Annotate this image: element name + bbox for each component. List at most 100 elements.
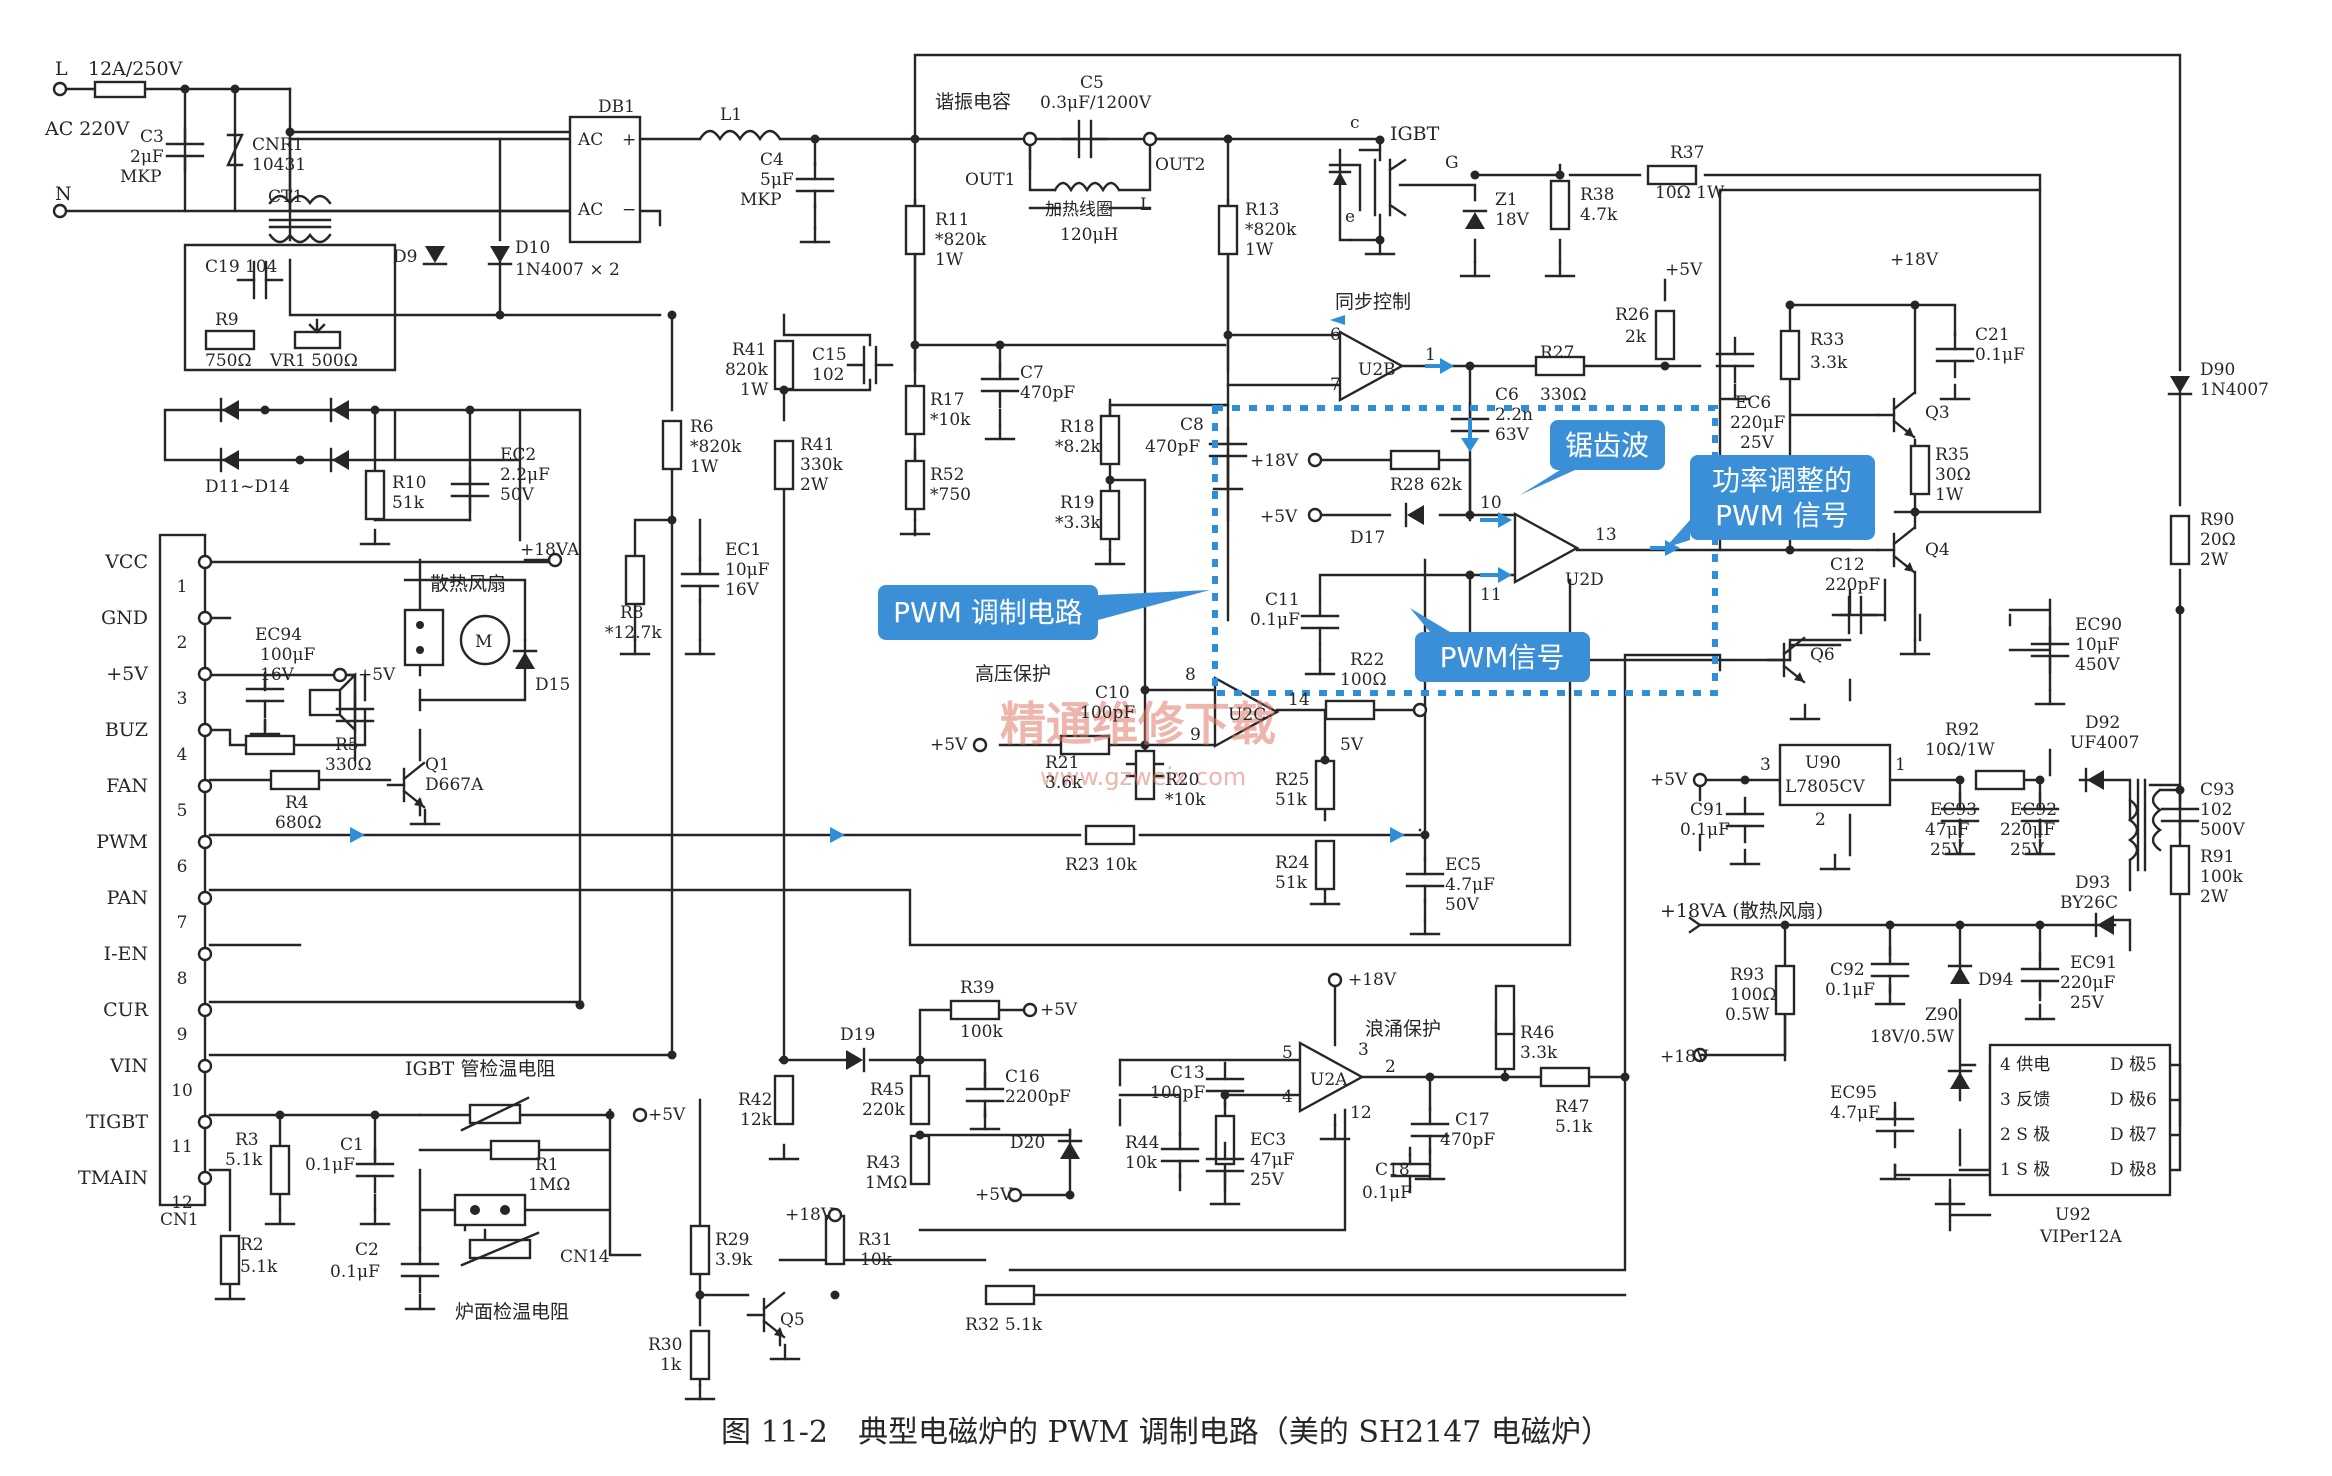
cn14-label: CN14 xyxy=(560,1247,610,1267)
components xyxy=(52,80,2200,1401)
r29-l1: R29 xyxy=(715,1230,749,1250)
u2d-pin11: 11 xyxy=(1480,585,1502,605)
z90-l2: 18V/0.5W xyxy=(1870,1027,1955,1047)
c17-l2: 470pF xyxy=(1440,1130,1495,1150)
cn1-pin-terminal xyxy=(197,1002,213,1018)
c4-l1: C4 xyxy=(760,150,784,170)
db1-plus: + xyxy=(622,130,636,150)
cn1-pin-terminal xyxy=(197,890,213,906)
cn1-pin-number: 1 xyxy=(177,577,188,597)
igbt-g: G xyxy=(1445,153,1459,173)
u2a-pin2: 2 xyxy=(1385,1057,1396,1077)
c91-l1: C91 xyxy=(1690,800,1725,820)
d20-label: D20 xyxy=(1010,1133,1045,1153)
out1: OUT1 xyxy=(965,170,1015,190)
cn1-pin-terminal xyxy=(197,1114,213,1130)
cn1-pin-name: PWM xyxy=(96,831,148,853)
r25-l2: 51k xyxy=(1275,790,1308,810)
cn1-pin-name: I-EN xyxy=(104,943,148,965)
u90-l2: L7805CV xyxy=(1785,777,1866,797)
ec1-l1: EC1 xyxy=(725,540,761,560)
r20-l1: R20 xyxy=(1165,770,1199,790)
c17-l1: C17 xyxy=(1455,1110,1490,1130)
r44-l1: R44 xyxy=(1125,1133,1159,1153)
c16-l2: 2200pF xyxy=(1005,1087,1071,1107)
r90-l2: 20Ω xyxy=(2200,530,2236,550)
r46-l1: R46 xyxy=(1520,1023,1554,1043)
r8-l2: *12.7k xyxy=(605,623,662,643)
ec6-l3: 25V xyxy=(1740,433,1775,453)
section-pan-temp: 炉面检温电阻 xyxy=(455,1301,569,1323)
cn1-pin-name: FAN xyxy=(106,775,148,797)
cn1-pin-number: 4 xyxy=(177,745,188,765)
ec1-l2: 10μF xyxy=(725,560,770,580)
u92 xyxy=(1988,1043,2172,1197)
vr1-label: VR1 500Ω xyxy=(269,351,358,371)
r47-l1: R47 xyxy=(1555,1097,1589,1117)
rail-5v-r26: +5V xyxy=(1665,260,1703,280)
r24-l1: R24 xyxy=(1275,853,1309,873)
d93-l2: BY26C xyxy=(2060,893,2118,913)
r13-l2: *820k xyxy=(1245,220,1297,240)
r1-l1: R1 xyxy=(535,1155,559,1175)
cn1-pin-name: CUR xyxy=(103,999,149,1021)
rail-5v-d17: +5V xyxy=(1260,507,1298,527)
c3-l2: 2μF xyxy=(130,147,164,167)
r45-l2: 220k xyxy=(862,1100,905,1120)
section-fan-rail: +18VA (散热风扇) xyxy=(1660,900,1823,922)
u92-pin7: D 极7 xyxy=(2110,1125,2157,1145)
db1-minus: − xyxy=(622,200,636,220)
rail-18v-u2a: +18V xyxy=(1348,970,1397,990)
r4-l2: 680Ω xyxy=(275,813,322,833)
fan-motor xyxy=(459,614,511,666)
r4-l1: R4 xyxy=(285,793,309,813)
r52-l1: R52 xyxy=(930,465,964,485)
r41b-l1: R41 xyxy=(800,435,834,455)
r93-l2: 100Ω xyxy=(1730,985,1777,1005)
r92-l1: R92 xyxy=(1945,720,1979,740)
igbt-c: c xyxy=(1350,113,1360,133)
ec5-l1: EC5 xyxy=(1445,855,1481,875)
r93-l1: R93 xyxy=(1730,965,1764,985)
r38-l1: R38 xyxy=(1580,185,1614,205)
r3-l2: 5.1k xyxy=(225,1150,263,1170)
section-resonant-cap: 谐振电容 xyxy=(935,91,1011,113)
rail-18v-q3: +18V xyxy=(1890,250,1939,270)
c10-l1: C10 xyxy=(1095,683,1130,703)
cn1-pin-number: 5 xyxy=(177,801,188,821)
c93-l1: C93 xyxy=(2200,780,2235,800)
r91-l1: R91 xyxy=(2200,847,2234,867)
q6-label: Q6 xyxy=(1810,645,1835,665)
r13-l1: R13 xyxy=(1245,200,1279,220)
c6-l3: 63V xyxy=(1495,425,1530,445)
r41a-l1: R41 xyxy=(732,340,766,360)
r25-l1: R25 xyxy=(1275,770,1309,790)
r29-l2: 3.9k xyxy=(715,1250,753,1270)
r6-l1: R6 xyxy=(690,417,714,437)
cn1-pin-terminal xyxy=(197,1058,213,1074)
r35-l3: 1W xyxy=(1935,485,1964,505)
cnr1-l2: 10431 xyxy=(252,155,306,175)
u2d-pin13: 13 xyxy=(1595,525,1617,545)
r2-l1: R2 xyxy=(240,1235,264,1255)
c12-l2: 220pF xyxy=(1825,575,1880,595)
r1-l2: 1MΩ xyxy=(528,1175,570,1195)
callout-pwm-adjust: 功率调整的 PWM 信号 xyxy=(1665,455,1875,548)
r38-l2: 4.7k xyxy=(1580,205,1618,225)
ec3-l2: 47μF xyxy=(1250,1150,1295,1170)
ec2-l1: EC2 xyxy=(500,445,536,465)
cn1-pin-name: TIGBT xyxy=(86,1111,148,1133)
ec92-l2: 220μF xyxy=(2000,820,2055,840)
cn1-pin-name: PAN xyxy=(107,887,148,909)
r31-l2: 10k xyxy=(860,1250,893,1270)
r41b-l2: 330k xyxy=(800,455,843,475)
c16-l1: C16 xyxy=(1005,1067,1040,1087)
d92-l1: D92 xyxy=(2085,713,2120,733)
rail-18v-r28: +18V xyxy=(1250,451,1299,471)
rail-5v-r39: +5V xyxy=(1040,1000,1078,1020)
r11-l1: R11 xyxy=(935,210,969,230)
u92-pin3: 3 反馈 xyxy=(2000,1090,2050,1110)
c11-l1: C11 xyxy=(1265,590,1300,610)
r21-l1: R21 xyxy=(1045,753,1079,773)
d10-l2: 1N4007 × 2 xyxy=(515,260,620,280)
